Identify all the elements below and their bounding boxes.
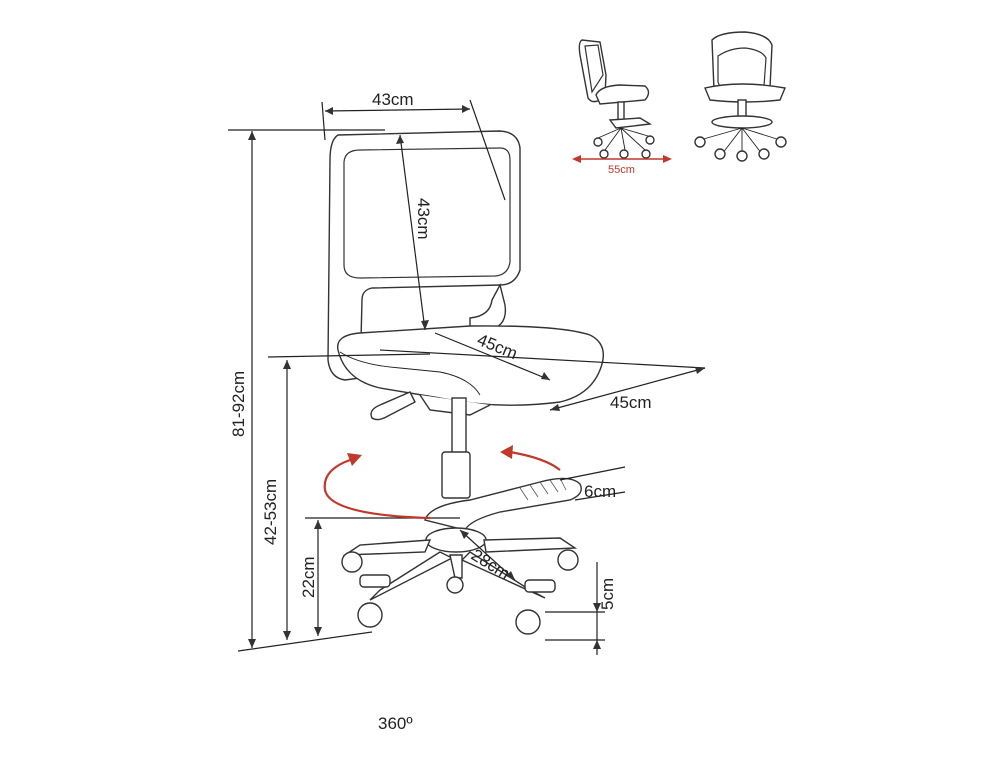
base-leg-right [483, 537, 578, 553]
label-total-height: 81-92cm [229, 371, 248, 437]
backrest-support [469, 283, 507, 333]
label-rotation: 360º [378, 714, 413, 733]
footrest-ring [424, 477, 582, 531]
backrest-mesh [343, 147, 511, 279]
rotation-arrow-right [509, 450, 561, 471]
chair-drawing [327, 130, 604, 635]
label-thumbnail-width: 55cm [608, 164, 635, 176]
height-lever [370, 391, 416, 421]
label-seat-width: 43cm [372, 90, 414, 109]
base-leg-front [449, 554, 463, 579]
label-backrest-height: 43cm [414, 198, 433, 240]
gas-cylinder-lower [441, 451, 471, 499]
label-seat-depth-outer: 45cm [610, 393, 652, 412]
thumbnail-back-view [694, 31, 787, 162]
label-footrest-height: 22cm [299, 556, 318, 598]
casters [341, 549, 579, 635]
label-seat-height: 42-53cm [261, 479, 280, 545]
gas-cylinder-upper [451, 397, 467, 457]
base-leg-front-left [369, 551, 454, 601]
label-footrest-width: 6cm [584, 482, 616, 501]
base-leg-left [342, 539, 432, 556]
rotation-arrow-left [323, 458, 431, 520]
thumbnail-side-view [578, 39, 655, 159]
seat-edge [339, 351, 481, 396]
thumbnail-width-dimension: 55cm [572, 155, 672, 176]
footrest-tread [519, 477, 567, 501]
label-caster-height: 5cm [598, 578, 617, 610]
rotation-arrows [323, 445, 561, 520]
dimension-lines [228, 99, 706, 655]
